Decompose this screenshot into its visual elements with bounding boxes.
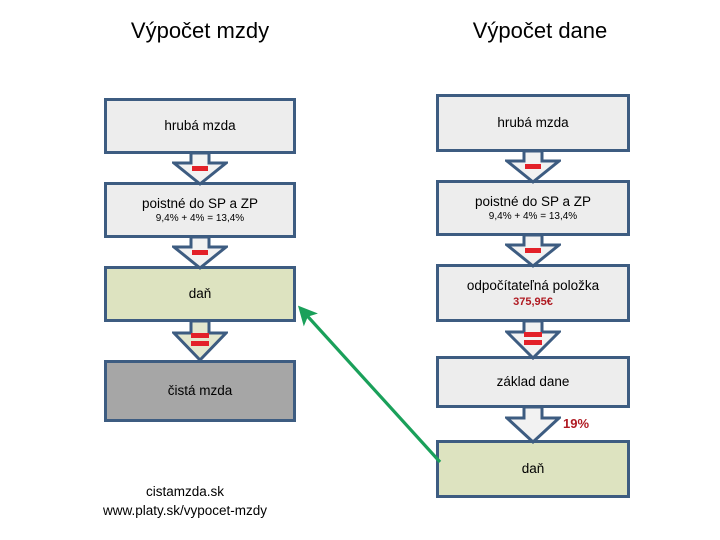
node-label: čistá mzda bbox=[167, 383, 233, 399]
node-label: odpočítateľná položka bbox=[466, 278, 600, 294]
connector-arrow-right-4 bbox=[505, 406, 561, 444]
node-label: základ dane bbox=[496, 374, 570, 390]
node-right-dan[interactable]: daň bbox=[436, 440, 630, 498]
node-sublabel: 9,4% + 4% = 13,4% bbox=[155, 213, 245, 225]
node-left-poistne[interactable]: poistné do SP a ZP 9,4% + 4% = 13,4% bbox=[104, 182, 296, 238]
connector-arrow-right-3 bbox=[505, 320, 561, 360]
node-left-hruba-mzda[interactable]: hrubá mzda bbox=[104, 98, 296, 154]
connector-arrow-left-1 bbox=[172, 152, 228, 186]
node-label: poistné do SP a ZP bbox=[474, 193, 592, 209]
connector-arrow-right-1 bbox=[505, 150, 561, 184]
node-left-cista-mzda[interactable]: čistá mzda bbox=[104, 360, 296, 422]
node-left-dan[interactable]: daň bbox=[104, 266, 296, 322]
node-sublabel-amount: 375,95€ bbox=[513, 295, 553, 308]
node-label: hrubá mzda bbox=[164, 118, 236, 134]
connector-arrow-left-3 bbox=[172, 320, 228, 362]
node-label: hrubá mzda bbox=[497, 115, 569, 131]
connector-arrow-left-2 bbox=[172, 236, 228, 270]
node-right-zaklad-dane[interactable]: základ dane bbox=[436, 356, 630, 408]
column-title-right: Výpočet dane bbox=[472, 18, 608, 43]
tax-rate-label: 19% bbox=[563, 416, 590, 431]
footer-site-name: cistamzda.sk bbox=[145, 484, 225, 499]
node-right-odpocitatelna-polozka[interactable]: odpočítateľná položka 375,95€ bbox=[436, 264, 630, 322]
footer-site-url: www.platy.sk/vypocet-mzdy bbox=[102, 503, 268, 518]
node-right-hruba-mzda[interactable]: hrubá mzda bbox=[436, 94, 630, 152]
node-label: poistné do SP a ZP bbox=[141, 195, 259, 211]
node-label: daň bbox=[188, 286, 212, 302]
connector-arrow-right-2 bbox=[505, 234, 561, 268]
node-sublabel: 9,4% + 4% = 13,4% bbox=[488, 211, 578, 223]
column-title-left: Výpočet mzdy bbox=[130, 18, 270, 43]
node-right-poistne[interactable]: poistné do SP a ZP 9,4% + 4% = 13,4% bbox=[436, 180, 630, 236]
node-label: daň bbox=[521, 461, 545, 477]
